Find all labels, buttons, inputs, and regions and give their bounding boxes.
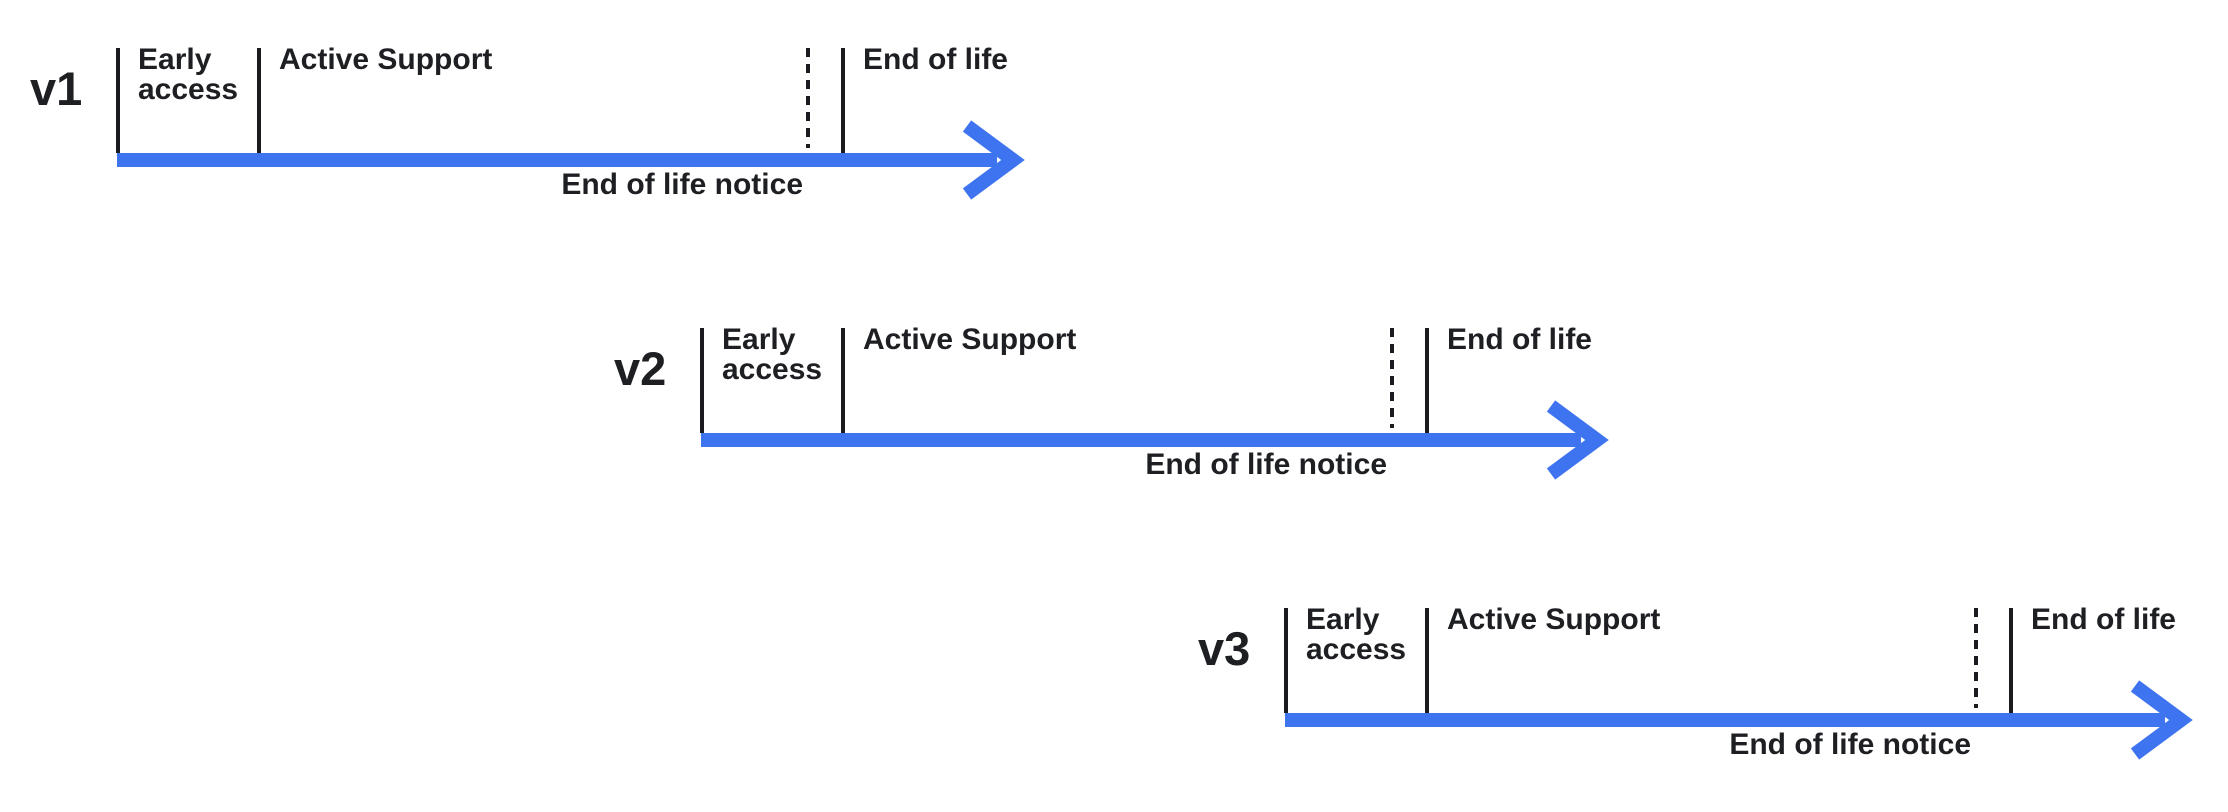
tick-active-support-start — [257, 48, 261, 153]
tick-early-access-start — [116, 48, 120, 153]
phase-label-active-support: Active Support — [863, 323, 1077, 356]
version-label-v3: v3 — [1198, 622, 1251, 675]
phase-label-end-of-life: End of life — [2031, 603, 2176, 636]
timeline-arrow — [701, 400, 1609, 480]
tick-active-support-start — [1425, 608, 1429, 713]
arrow-right-icon — [1546, 400, 1609, 480]
phase-label-early-access: Early access — [722, 323, 823, 386]
phase-label-end-of-life: End of life — [863, 43, 1008, 76]
arrow-right-icon — [2130, 680, 2193, 760]
phase-label-active-support: Active Support — [279, 43, 493, 76]
end-of-life-notice-label: End of life notice — [561, 168, 803, 201]
version-label-v2: v2 — [614, 342, 667, 395]
tick-early-access-start — [1284, 608, 1288, 713]
phase-label-early-access: Early access — [1306, 603, 1407, 666]
tick-end-of-life — [841, 48, 845, 153]
phase-label-active-support: Active Support — [1447, 603, 1661, 636]
end-of-life-notice-label: End of life notice — [1729, 728, 1971, 761]
tick-active-support-start — [841, 328, 845, 433]
arrow-right-icon — [962, 120, 1025, 200]
timeline-arrow — [1285, 680, 2193, 760]
tick-end-of-life-notice-dashed — [806, 48, 810, 148]
timeline-arrow — [117, 120, 1025, 200]
phase-label-early-access: Early access — [138, 43, 239, 106]
tick-end-of-life — [2009, 608, 2013, 713]
tick-end-of-life — [1425, 328, 1429, 433]
phase-label-end-of-life: End of life — [1447, 323, 1592, 356]
version-label-v1: v1 — [30, 62, 83, 115]
tick-early-access-start — [700, 328, 704, 433]
tick-end-of-life-notice-dashed — [1390, 328, 1394, 428]
tick-end-of-life-notice-dashed — [1974, 608, 1978, 708]
end-of-life-notice-label: End of life notice — [1145, 448, 1387, 481]
